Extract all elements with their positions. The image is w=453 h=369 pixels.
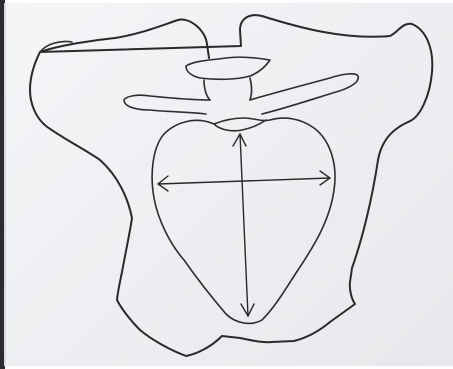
sacrum-top: [186, 57, 270, 79]
ap-arrowhead-top: [233, 134, 246, 146]
pelvis-outer-outline: [30, 15, 432, 356]
sacral-body: [204, 78, 252, 100]
sacral-ala-left: [124, 95, 210, 114]
transverse-diameter-line: [158, 178, 330, 184]
sacral-ala-right: [250, 74, 358, 114]
anteroposterior-diameter-line: [240, 134, 248, 316]
